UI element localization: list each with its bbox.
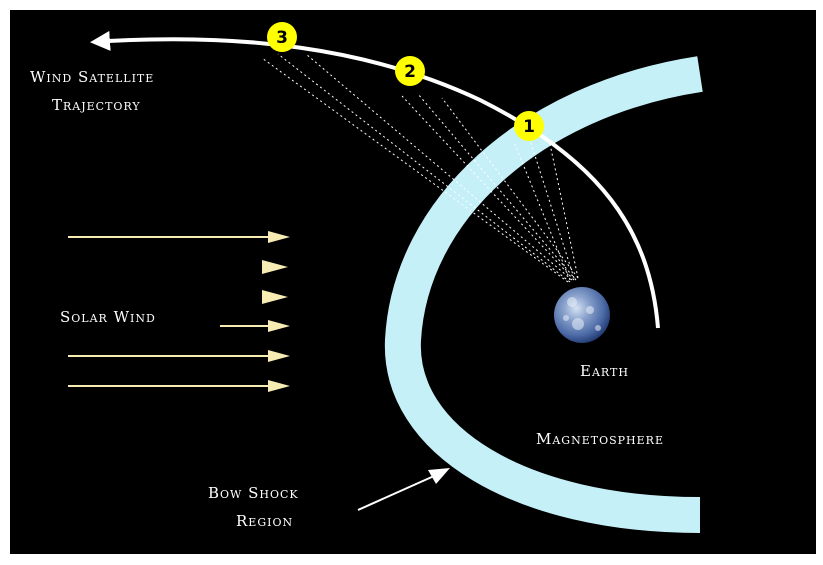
solar-wind-arrow: [68, 231, 290, 243]
position-marker-3: 3: [267, 22, 297, 52]
position-marker-2-label: 2: [404, 62, 416, 82]
solar-wind-arrow: [262, 290, 288, 304]
solar-wind-arrow: [220, 320, 290, 332]
bow-shock-label-line2: Region: [236, 512, 293, 531]
solar-wind-arrow: [68, 380, 290, 392]
diagram-canvas: 1 2 3 Wind Satellite Trajectory Solar Wi…: [10, 10, 816, 554]
trajectory-label-line2: Trajectory: [52, 96, 141, 115]
bow-shock-label-line1: Bow Shock: [208, 484, 299, 503]
bow-shock-pointer-arrow: [358, 468, 450, 510]
solar-wind-arrow: [68, 350, 290, 362]
position-marker-1-label: 1: [523, 117, 535, 137]
trajectory-label-line1: Wind Satellite: [30, 68, 154, 87]
earth-label: Earth: [580, 362, 629, 381]
position-marker-3-label: 3: [276, 28, 288, 48]
magnetosphere-label: Magnetosphere: [536, 430, 664, 449]
position-marker-2: 2: [395, 56, 425, 86]
earth-globe: [554, 287, 610, 343]
solar-wind-arrow: [262, 260, 288, 274]
position-marker-1: 1: [514, 111, 544, 141]
magnetosphere-diagram: 1 2 3: [10, 10, 816, 554]
satellite-trajectory-line: [94, 39, 658, 328]
solar-wind-label: Solar Wind: [60, 308, 156, 327]
